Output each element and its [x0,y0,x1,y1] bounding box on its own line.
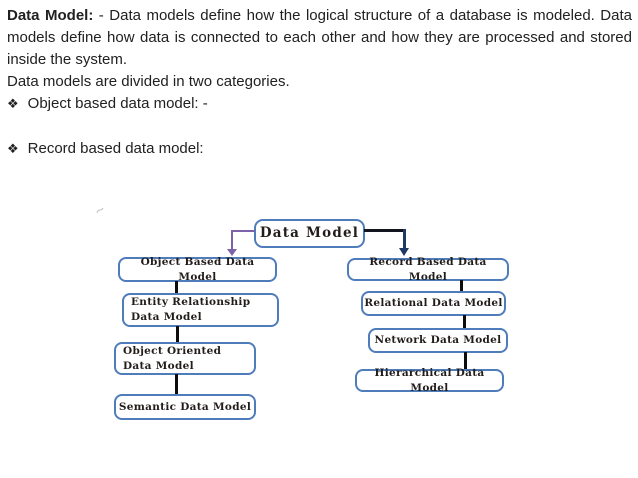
left-branch-arrowhead-icon [227,249,237,256]
node-object-oriented-data-model: Object Oriented Data Model [114,342,256,375]
tree-connector [463,315,466,329]
node-object-based-data-model: Object Based Data Model [118,256,277,283]
tree-connector [175,374,178,395]
right-branch-arrowhead-icon [399,248,409,256]
categories-line: Data models are divided in two categorie… [7,73,290,90]
node-semantic-data-model: Semantic Data Model [114,394,256,420]
node-data-model: Data Model [254,219,365,248]
diamond-bullet-icon: ❖ [7,142,19,157]
intro-text-block: Data Model: - Data models define how the… [0,0,638,161]
node-entity-relationship-data-model: Entity Relationship Data Model [122,293,279,327]
left-branch-arrow-horizontal [231,230,255,232]
bullet-record-based: ❖ Record based data model: [7,138,632,161]
node-hierarchical-data-model: Hierarchical Data Model [355,367,504,394]
intro-lead-bold: Data Model: [7,7,94,24]
bullet-record-based-label: Record based data model: [27,140,204,157]
intro-paragraph: Data Model: - Data models define how the… [7,5,632,71]
tree-connector [464,352,467,370]
right-branch-arrow-horizontal [364,229,406,232]
intro-lead-rest: - Data models define how the logical str… [7,7,632,68]
diamond-bullet-icon: ❖ [7,97,19,112]
stray-pen-mark-icon [96,207,104,214]
left-branch-arrow-vertical [231,230,233,250]
bullet-object-based: ❖ Object based data model: - [7,93,632,116]
node-network-data-model: Network Data Model [368,328,508,353]
tree-connector [175,281,178,294]
node-record-based-data-model: Record Based Data Model [347,256,509,283]
bullet-object-based-label: Object based data model: - [27,95,208,112]
node-relational-data-model: Relational Data Model [361,291,506,316]
tree-connector [176,326,179,343]
right-branch-arrow-vertical [403,229,406,249]
tree-connector [460,280,463,292]
